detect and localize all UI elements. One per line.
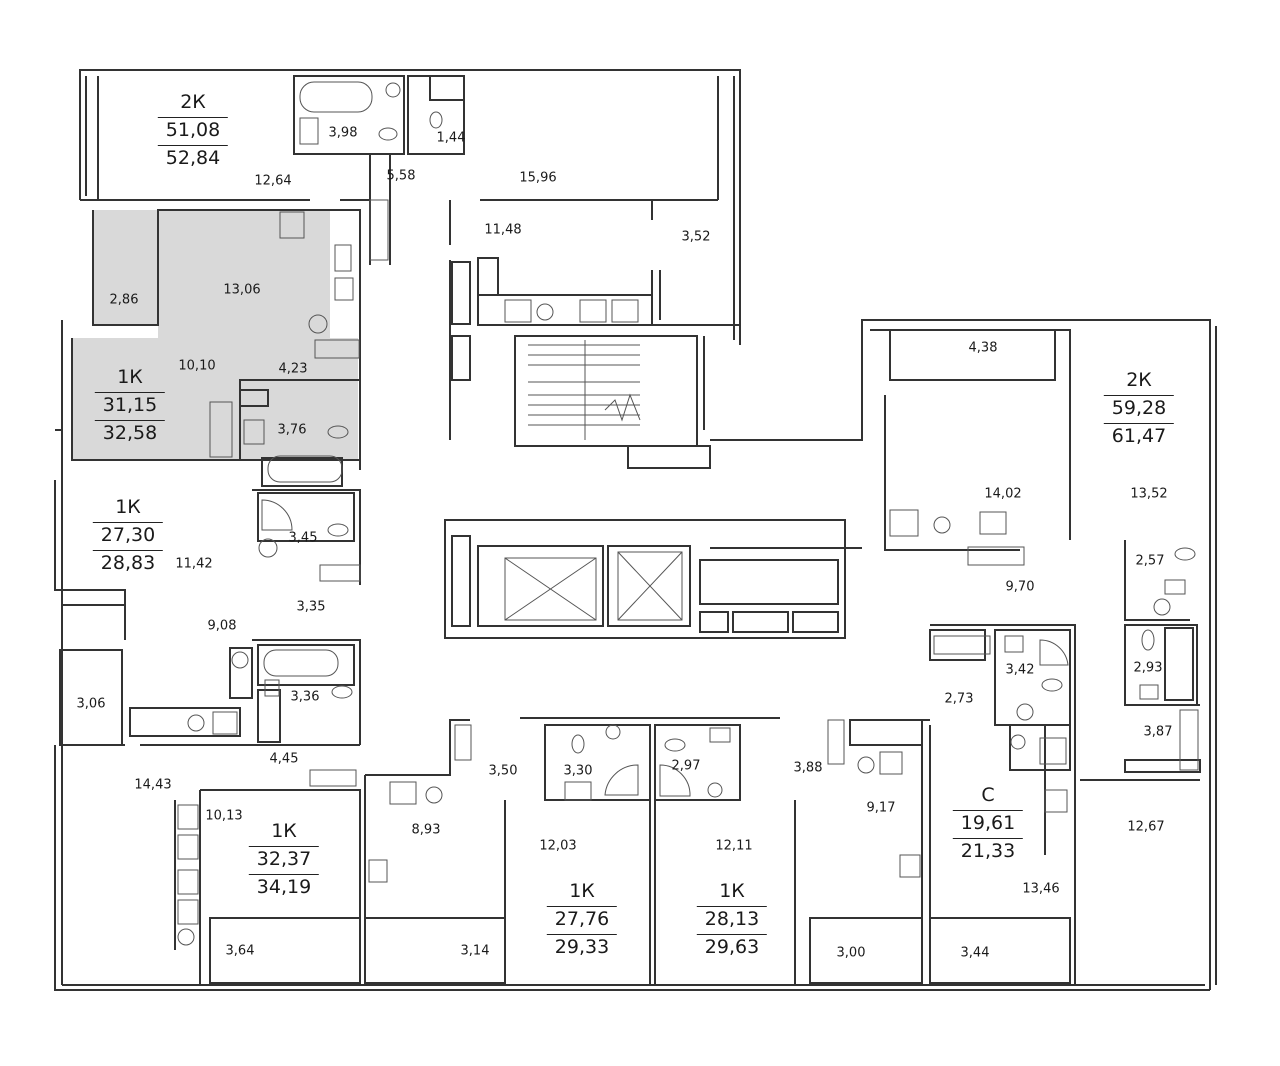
apartment-type: 1К: [271, 820, 297, 842]
room-area: 4,38: [968, 340, 998, 356]
total-area: 28,83: [92, 550, 164, 573]
room-area: 14,02: [984, 486, 1022, 502]
apartment-label-1k-left: 1К 27,30 28,83: [92, 496, 164, 573]
total-area: 21,33: [952, 838, 1024, 861]
apartment-type: 1К: [117, 366, 143, 388]
apartment-label-2k-right: 2К 59,28 61,47: [1103, 369, 1175, 446]
room-area: 2,73: [944, 691, 974, 707]
walls: [54, 69, 1217, 991]
room-area: 14,43: [134, 777, 172, 793]
room-area: 3,42: [1005, 662, 1035, 678]
apartment-type: С: [981, 784, 995, 806]
room-area: 12,11: [715, 838, 753, 854]
apartment-label-studio: С 19,61 21,33: [952, 784, 1024, 861]
room-area: 5,58: [386, 168, 416, 184]
room-area: 13,46: [1022, 881, 1060, 897]
living-area: 59,28: [1103, 395, 1175, 423]
apartment-label-2k-top: 2К 51,08 52,84: [157, 91, 229, 168]
room-area: 11,48: [484, 222, 522, 238]
total-area: 52,84: [157, 145, 229, 168]
room-area: 10,10: [178, 358, 216, 374]
room-area: 3,14: [460, 943, 490, 959]
room-area: 2,93: [1133, 660, 1163, 676]
total-area: 29,63: [696, 934, 768, 957]
room-area: 3,88: [793, 760, 823, 776]
total-area: 29,33: [546, 934, 618, 957]
room-area: 12,03: [539, 838, 577, 854]
apartment-type: 1К: [719, 880, 745, 902]
living-area: 51,08: [157, 117, 229, 145]
room-area: 9,08: [207, 618, 237, 634]
room-area: 2,97: [671, 758, 701, 774]
apartment-type: 2К: [1126, 369, 1152, 391]
room-area: 15,96: [519, 170, 557, 186]
apartment-label-1k-bottom-mid-a: 1К 27,76 29,33: [546, 880, 618, 957]
living-area: 31,15: [94, 392, 166, 420]
room-area: 3,76: [277, 422, 307, 438]
total-area: 32,58: [94, 420, 166, 443]
highlighted-apartment-fill: [72, 210, 358, 460]
room-area: 2,86: [109, 292, 139, 308]
room-area: 3,44: [960, 945, 990, 961]
room-area: 3,35: [296, 599, 326, 615]
room-area: 4,45: [269, 751, 299, 767]
living-area: 27,76: [546, 906, 618, 934]
room-area: 3,50: [488, 763, 518, 779]
room-area: 12,67: [1127, 819, 1165, 835]
plumbing-and-kitchen-fixtures: [177, 81, 1199, 946]
room-area: 3,87: [1143, 724, 1173, 740]
room-area: 1,44: [436, 130, 466, 146]
living-area: 19,61: [952, 810, 1024, 838]
room-area: 3,98: [328, 125, 358, 141]
room-area: 9,17: [866, 800, 896, 816]
room-area: 2,57: [1135, 553, 1165, 569]
total-area: 34,19: [248, 874, 320, 897]
apartment-label-1k-highlighted: 1К 31,15 32,58: [94, 366, 166, 443]
apartment-label-1k-bottom-left: 1К 32,37 34,19: [248, 820, 320, 897]
apartment-type: 1К: [569, 880, 595, 902]
living-area: 28,13: [696, 906, 768, 934]
room-area: 3,45: [288, 530, 318, 546]
room-area: 10,13: [205, 808, 243, 824]
room-area: 3,30: [563, 763, 593, 779]
apartment-type: 1К: [115, 496, 141, 518]
room-area: 13,52: [1130, 486, 1168, 502]
living-area: 32,37: [248, 846, 320, 874]
room-area: 3,52: [681, 229, 711, 245]
room-area: 9,70: [1005, 579, 1035, 595]
room-area: 3,36: [290, 689, 320, 705]
room-area: 4,23: [278, 361, 308, 377]
room-area: 3,00: [836, 945, 866, 961]
room-area: 12,64: [254, 173, 292, 189]
apartment-label-1k-bottom-mid-b: 1К 28,13 29,63: [696, 880, 768, 957]
room-area: 3,64: [225, 943, 255, 959]
total-area: 61,47: [1103, 423, 1175, 446]
room-area: 8,93: [411, 822, 441, 838]
room-area: 3,06: [76, 696, 106, 712]
apartment-type: 2К: [180, 91, 206, 113]
living-area: 27,30: [92, 522, 164, 550]
room-area: 11,42: [175, 556, 213, 572]
room-area: 13,06: [223, 282, 261, 298]
